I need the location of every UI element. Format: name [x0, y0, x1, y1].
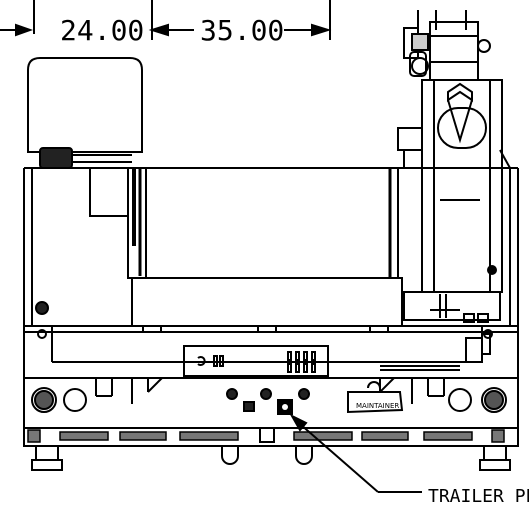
- legs-and-hooks: [31, 445, 511, 471]
- left-hopper: [27, 57, 143, 217]
- side-brackets: [35, 301, 493, 339]
- frame-rails: [23, 325, 519, 379]
- dimension-lines: [0, 0, 332, 40]
- dimension-right-label: 35.00: [200, 14, 284, 47]
- main-body: [23, 167, 519, 325]
- dimension-left-label: 24.00: [60, 14, 144, 47]
- connectors: [226, 381, 404, 443]
- reflector-strips: [27, 429, 505, 443]
- callout-leader: [289, 413, 422, 493]
- tail-lights: [31, 387, 507, 413]
- logo-text: MAINTAINER: [356, 402, 399, 410]
- callout-label: TRAILER PL: [428, 486, 529, 507]
- crane-tower: [397, 10, 511, 323]
- centre-platform: [131, 277, 403, 333]
- control-panel: [183, 345, 329, 377]
